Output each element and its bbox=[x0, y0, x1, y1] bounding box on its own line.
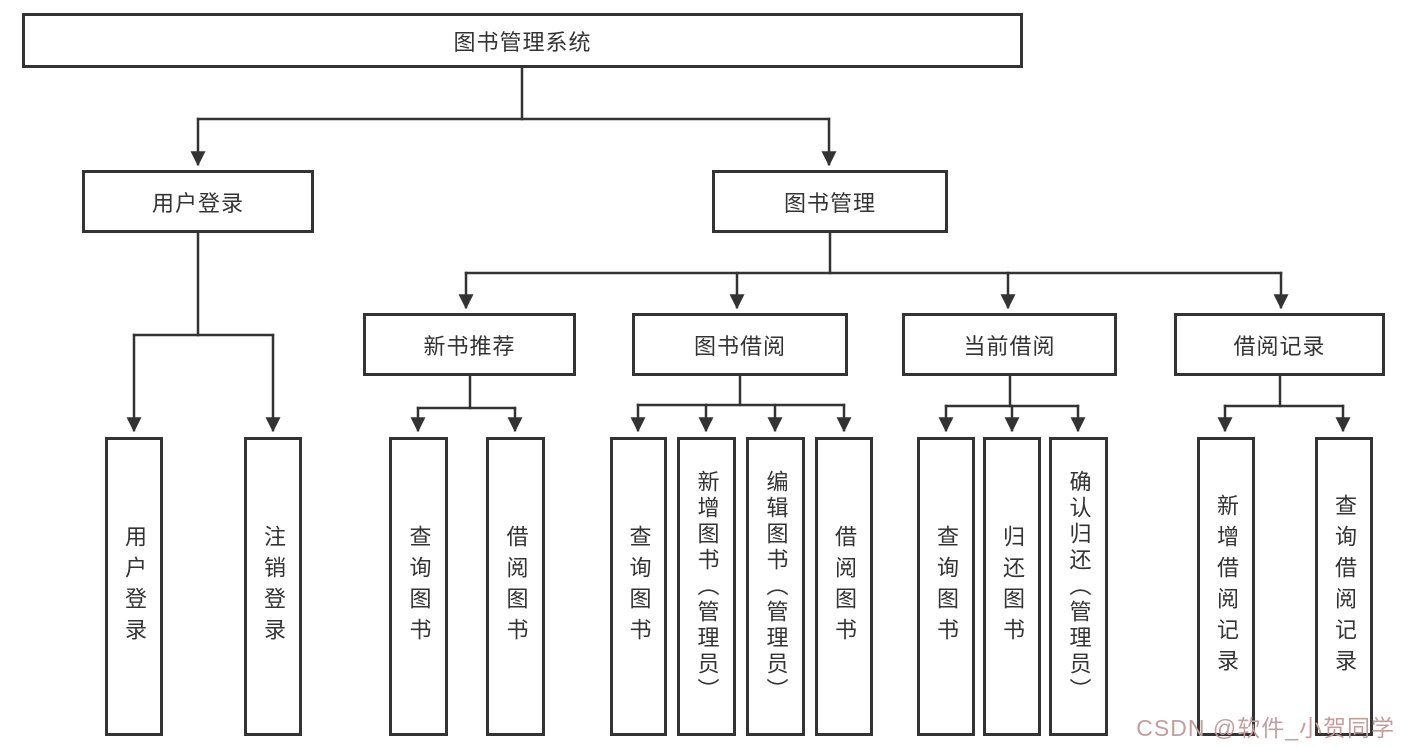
node-label: 归还图书 bbox=[1000, 524, 1025, 649]
node-label: 编辑图书（管理员） bbox=[763, 469, 789, 704]
node-book-borrowing: 图书借阅 bbox=[632, 313, 848, 376]
node-label: 新增借阅记录 bbox=[1214, 493, 1239, 680]
node-label: 图书管理 bbox=[783, 190, 876, 216]
node-label: 新书推荐 bbox=[423, 333, 516, 359]
leaf-logout: 注销登录 bbox=[244, 437, 302, 736]
node-label: 确认归还（管理员） bbox=[1066, 469, 1092, 704]
node-label: 借阅记录 bbox=[1233, 333, 1326, 359]
node-new-book-recommendation: 新书推荐 bbox=[363, 313, 576, 376]
leaf-borrow-books-borrowing: 借阅图书 bbox=[815, 437, 873, 736]
node-library-management-system: 图书管理系统 bbox=[22, 13, 1023, 68]
node-label: 借阅图书 bbox=[832, 524, 857, 649]
node-label: 图书管理系统 bbox=[453, 29, 592, 55]
node-label: 查询图书 bbox=[934, 524, 959, 649]
leaf-borrow-books-recommend: 借阅图书 bbox=[486, 437, 545, 736]
node-label: 新增图书（管理员） bbox=[694, 469, 720, 704]
csdn-watermark: CSDN @软件_小贺同学 bbox=[1136, 715, 1395, 741]
leaf-user-login: 用户登录 bbox=[105, 437, 163, 736]
node-label: 用户登录 bbox=[122, 524, 147, 649]
node-label: 注销登录 bbox=[261, 524, 286, 649]
node-user-login: 用户登录 bbox=[82, 170, 314, 233]
leaf-query-books-current: 查询图书 bbox=[917, 437, 975, 736]
node-label: 查询图书 bbox=[406, 524, 432, 649]
leaf-query-books-borrowing: 查询图书 bbox=[610, 437, 667, 736]
leaf-query-books-recommend: 查询图书 bbox=[389, 437, 448, 736]
node-label: 借阅图书 bbox=[503, 524, 529, 649]
node-current-borrowing: 当前借阅 bbox=[902, 313, 1117, 376]
node-label: 查询借阅记录 bbox=[1332, 493, 1357, 680]
leaf-query-borrow-record: 查询借阅记录 bbox=[1315, 437, 1373, 736]
node-book-management: 图书管理 bbox=[712, 170, 948, 233]
leaf-add-book-admin: 新增图书（管理员） bbox=[677, 437, 736, 736]
leaf-return-book: 归还图书 bbox=[983, 437, 1041, 736]
node-label: 查询图书 bbox=[626, 524, 652, 649]
leaf-add-borrow-record: 新增借阅记录 bbox=[1197, 437, 1255, 736]
leaf-edit-book-admin: 编辑图书（管理员） bbox=[746, 437, 805, 736]
node-label: 当前借阅 bbox=[963, 333, 1056, 359]
node-label: 图书借阅 bbox=[693, 333, 786, 359]
leaf-confirm-return-admin: 确认归还（管理员） bbox=[1049, 437, 1108, 736]
node-borrowing-records: 借阅记录 bbox=[1174, 313, 1385, 376]
node-label: 用户登录 bbox=[151, 190, 244, 216]
